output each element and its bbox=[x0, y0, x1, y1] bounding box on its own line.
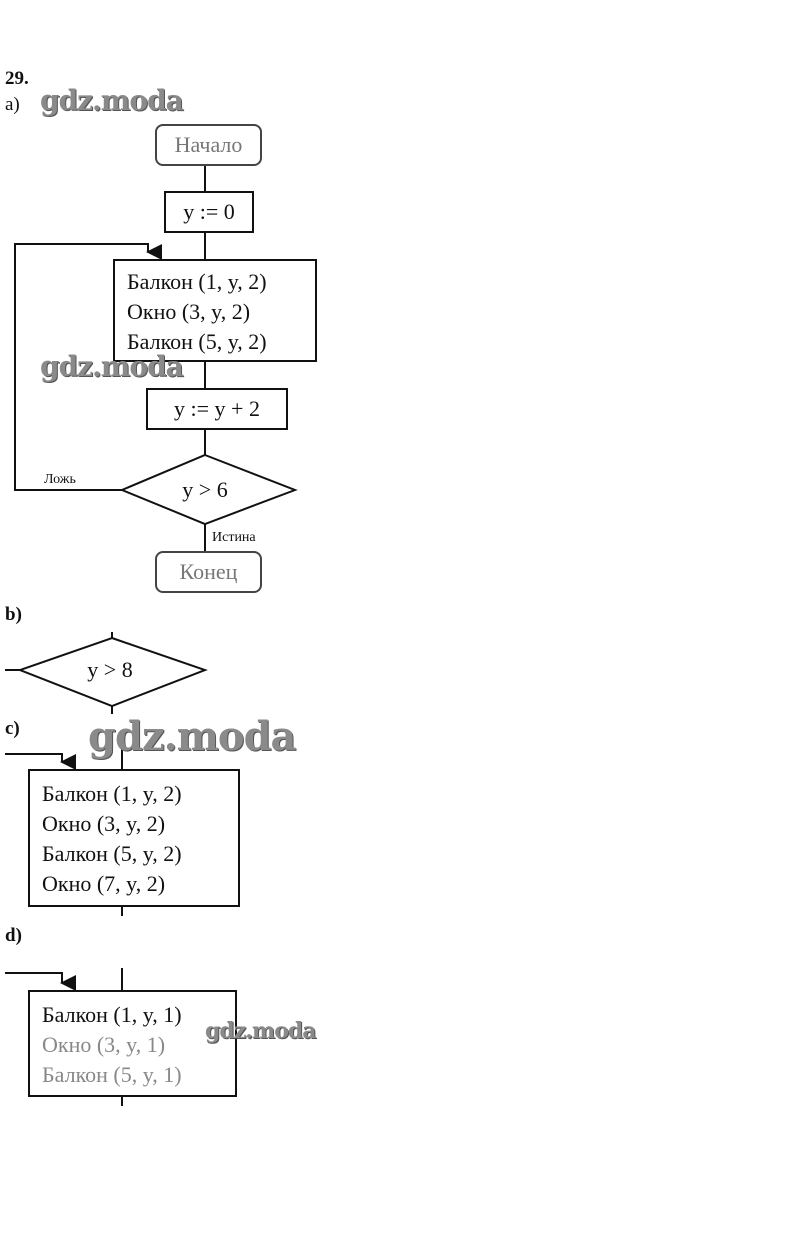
init-block: y := 0 bbox=[164, 191, 254, 233]
true-label: Истина bbox=[212, 530, 256, 545]
process-line: Балкон (1, y, 1) bbox=[42, 1002, 182, 1027]
part-c-label: c) bbox=[5, 718, 20, 739]
end-terminal: Конец bbox=[155, 551, 262, 593]
condition-b-text: y > 8 bbox=[87, 657, 133, 682]
process-block-a: Балкон (1, y, 2) Окно (3, y, 2) Балкон (… bbox=[113, 259, 317, 362]
task-number: 29. bbox=[5, 68, 29, 89]
process-line: Балкон (5, y, 2) bbox=[42, 841, 182, 866]
process-line: Окно (7, y, 2) bbox=[42, 871, 166, 896]
watermark: gdz.moda bbox=[40, 84, 184, 117]
process-block-d: Балкон (1, y, 1) Окно (3, y, 1) Балкон (… bbox=[28, 990, 237, 1097]
process-line: Балкон (5, y, 1) bbox=[42, 1062, 182, 1087]
part-b-label: b) bbox=[5, 604, 22, 625]
condition-a-text: y > 6 bbox=[182, 477, 228, 502]
process-line: Балкон (5, y, 2) bbox=[127, 329, 267, 354]
process-line: Окно (3, y, 2) bbox=[42, 811, 166, 836]
process-line: Балкон (1, y, 2) bbox=[127, 269, 267, 294]
part-d-label: d) bbox=[5, 925, 22, 946]
process-block-c: Балкон (1, y, 2) Окно (3, y, 2) Балкон (… bbox=[28, 769, 240, 907]
watermark: gdz.moda bbox=[205, 1018, 317, 1044]
process-line: Окно (3, y, 2) bbox=[127, 299, 251, 324]
process-line: Балкон (1, y, 2) bbox=[42, 781, 182, 806]
start-terminal: Начало bbox=[155, 124, 262, 166]
false-label: Ложь bbox=[44, 472, 76, 487]
watermark: gdz.moda bbox=[40, 350, 184, 383]
watermark: gdz.moda bbox=[88, 713, 296, 760]
part-a-label: a) bbox=[5, 94, 20, 115]
increment-block: y := y + 2 bbox=[146, 388, 288, 430]
process-line: Окно (3, y, 1) bbox=[42, 1032, 166, 1057]
